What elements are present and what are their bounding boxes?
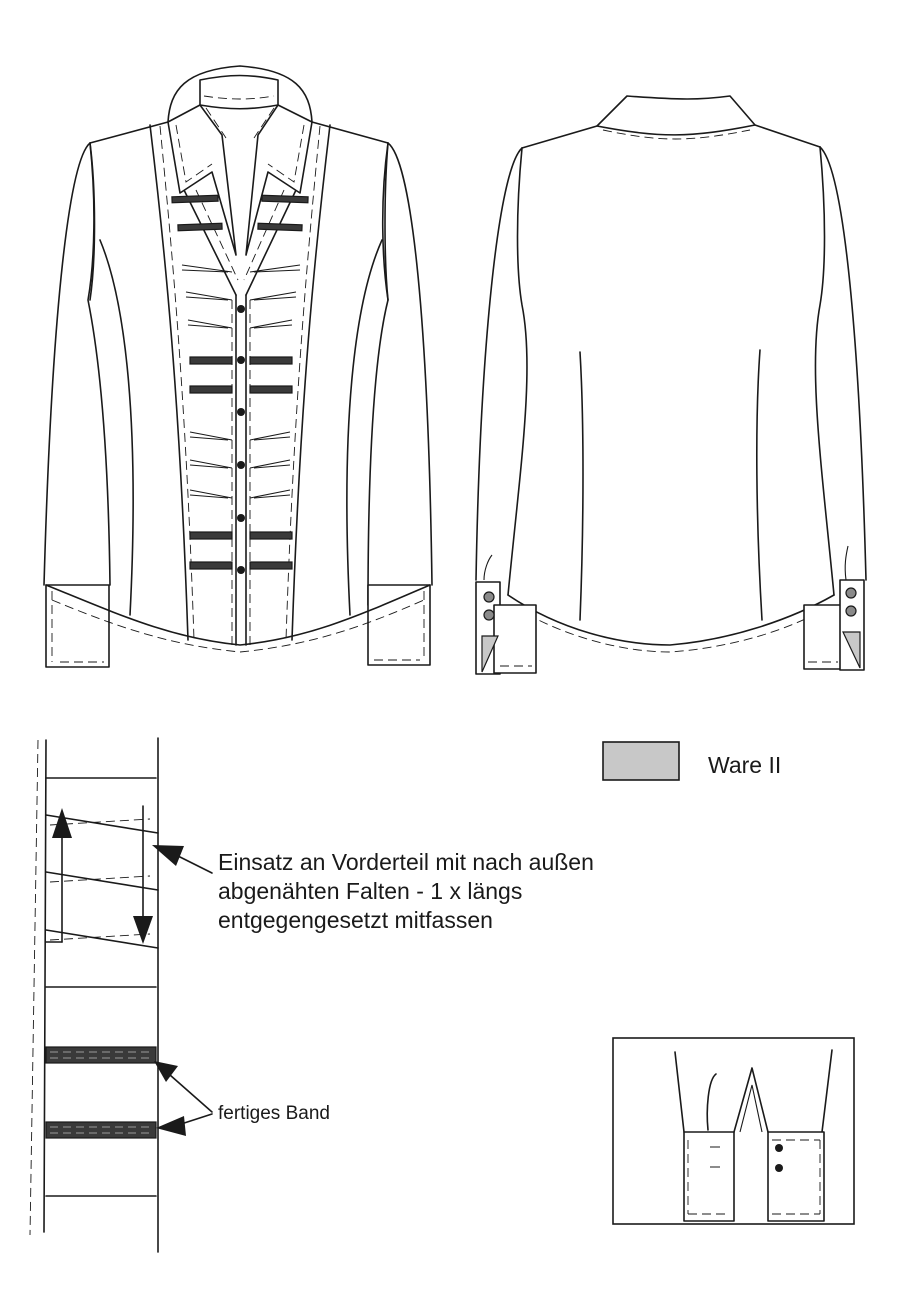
finished-band	[45, 1121, 157, 1139]
front-pleats	[181, 264, 301, 499]
button	[237, 461, 245, 469]
button	[237, 514, 245, 522]
front-bands	[171, 194, 309, 570]
annotation-line: entgegengesetzt mitfassen	[218, 907, 493, 933]
button	[237, 305, 245, 313]
annotation-line: abgenähten Falten - 1 x längs	[218, 878, 523, 904]
back-left-cuff	[475, 554, 537, 675]
back-view	[475, 95, 867, 675]
legend-label: Ware II	[708, 752, 782, 778]
pointer-arrows	[152, 845, 213, 1136]
legend-swatch	[602, 741, 680, 781]
button	[237, 356, 245, 364]
band-annotation: fertiges Band	[218, 1103, 330, 1124]
front-buttons	[237, 305, 245, 574]
button	[237, 566, 245, 574]
pleats-annotation: Einsatz an Vorderteil mit nach außen abg…	[218, 848, 594, 935]
pleat-detail	[29, 737, 159, 1253]
front-body	[45, 121, 431, 653]
front-collar	[167, 65, 313, 256]
back-right-cuff	[803, 545, 865, 671]
front-view	[43, 65, 433, 668]
finished-band	[45, 1046, 157, 1064]
annotation-line: Einsatz an Vorderteil mit nach außen	[218, 849, 594, 875]
front-right-sleeve	[367, 142, 433, 666]
cuff-detail	[612, 1037, 855, 1225]
button	[237, 408, 245, 416]
